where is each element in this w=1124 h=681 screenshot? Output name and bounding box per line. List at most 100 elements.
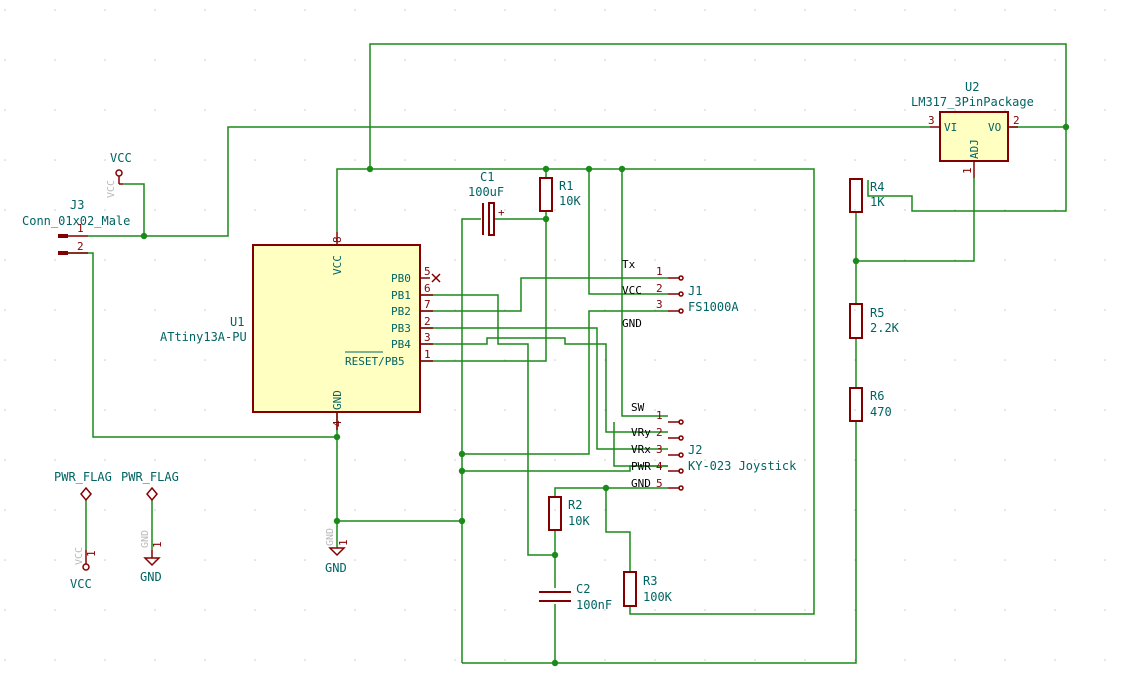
grid-dot [454,109,456,111]
grid-dot [804,359,806,361]
grid-dot [204,459,206,461]
pwr-flag-gnd[interactable]: PWR_FLAG GND 1 GND [121,470,179,584]
r1-body [539,177,553,212]
grid-dot [904,309,906,311]
j2-label-vrx: VRx [631,443,651,456]
j1-value: FS1000A [688,300,739,314]
u1-pb1-num: 6 [424,282,431,295]
vcc-power-symbol[interactable]: VCC VCC [106,151,132,198]
grid-dot [154,359,156,361]
capacitor-c1[interactable]: C1 100uF + [468,170,505,236]
grid-dot [54,309,56,311]
grid-dot [854,409,856,411]
u1-reset-name: RESET/PB5 [345,355,405,368]
c2-value: 100nF [576,598,612,612]
j1-pin-1-num: 1 [656,265,663,278]
u2-adj-num: 1 [961,167,974,174]
grid-dot [204,359,206,361]
gnd-hidden-label: GND [325,528,336,546]
wire-j1-gnd [462,310,668,455]
grid-dot [654,459,656,461]
grid-dot [404,509,406,511]
wire-j1-vcc [588,169,668,295]
grid-dot [804,9,806,11]
grid-dot [854,59,856,61]
grid-dot [954,109,956,111]
junction [551,551,559,559]
j2-label-pwr: PWR [631,460,651,473]
pwr-flag-gnd-label: PWR_FLAG [121,470,179,484]
grid-dot [854,209,856,211]
resistor-r1[interactable]: R1 10K [539,177,581,212]
resistor-r6[interactable]: R6 470 [849,387,892,422]
j2-pin-3-end [678,452,684,458]
grid-dot [704,459,706,461]
grid-dot [1104,259,1106,261]
vcc-label: VCC [110,151,132,165]
grid-dot [54,559,56,561]
grid-dot [1004,59,1006,61]
junction [542,215,550,223]
j1-label-gnd: GND [622,317,642,330]
r4-ref: R4 [870,180,884,194]
grid-dot [654,609,656,611]
grid-dot [104,259,106,261]
grid-dot [4,459,6,461]
r1-value: 10K [559,194,581,208]
connector-j2[interactable]: SW VRy VRx PWR GND 1 2 3 4 5 J2 KY-023 J… [631,401,797,491]
grid-dot [454,159,456,161]
grid-dot [104,159,106,161]
grid-dot [804,259,806,261]
grid-dot [654,559,656,561]
pwr-flag-vcc[interactable]: PWR_FLAG VCC 1 VCC [54,470,112,591]
grid-dot [1104,359,1106,361]
grid-dot [404,609,406,611]
grid-dot [154,259,156,261]
gnd-label: GND [325,561,347,575]
r2-value: 10K [568,514,590,528]
u1-pb4-num: 3 [424,331,431,344]
wire-pb4-vry [420,337,668,433]
grid-dot [154,609,156,611]
grid-dot [704,59,706,61]
grid-dot [754,459,756,461]
grid-dot [304,159,306,161]
j3-value: Conn_01x02_Male [22,214,130,228]
resistor-r5[interactable]: R5 2.2K [849,303,900,339]
regulator-u2[interactable]: U2 LM317_3PinPackage 3 VI 2 VO 1 ADJ [911,80,1034,178]
grid-dot [654,359,656,361]
grid-dot [754,659,756,661]
junction [542,165,550,173]
resistor-r2[interactable]: R2 10K [548,496,590,531]
grid-dot [104,359,106,361]
j3-ref: J3 [70,198,84,212]
grid-dot [554,159,556,161]
resistor-r4[interactable]: R4 1K [849,178,885,213]
grid-dot [154,509,156,511]
grid-dot [704,559,706,561]
grid-dot [504,9,506,11]
grid-dot [804,409,806,411]
grid-dot [804,209,806,211]
u1-pb3-name: PB3 [391,322,411,335]
junction [852,257,860,265]
gnd-power-symbol[interactable]: GND GND 1 [325,528,350,575]
grid-dot [804,59,806,61]
grid-dot [954,409,956,411]
grid-dot [1104,659,1106,661]
microcontroller-u1[interactable]: U1 ATtiny13A-PU 8 VCC 4 GND PB0 5 PB1 6 … [160,232,441,430]
j2-pin-5-end [678,485,684,491]
grid-dot [954,59,956,61]
gnd-bottom-triangle [143,557,161,567]
c1-value: 100uF [468,185,504,199]
capacitor-c2[interactable]: C2 100nF [539,582,612,612]
u1-vcc-pin-name: VCC [331,255,344,275]
resistor-r3[interactable]: R3 100K [623,571,673,607]
grid-dot [1054,409,1056,411]
connector-j3[interactable]: J3 Conn_01x02_Male 1 2 [22,198,130,255]
grid-dot [604,609,606,611]
connector-j1[interactable]: Tx VCC GND 1 2 3 J1 FS1000A [622,258,739,330]
grid-dot [1054,509,1056,511]
r3-value: 100K [643,590,673,604]
